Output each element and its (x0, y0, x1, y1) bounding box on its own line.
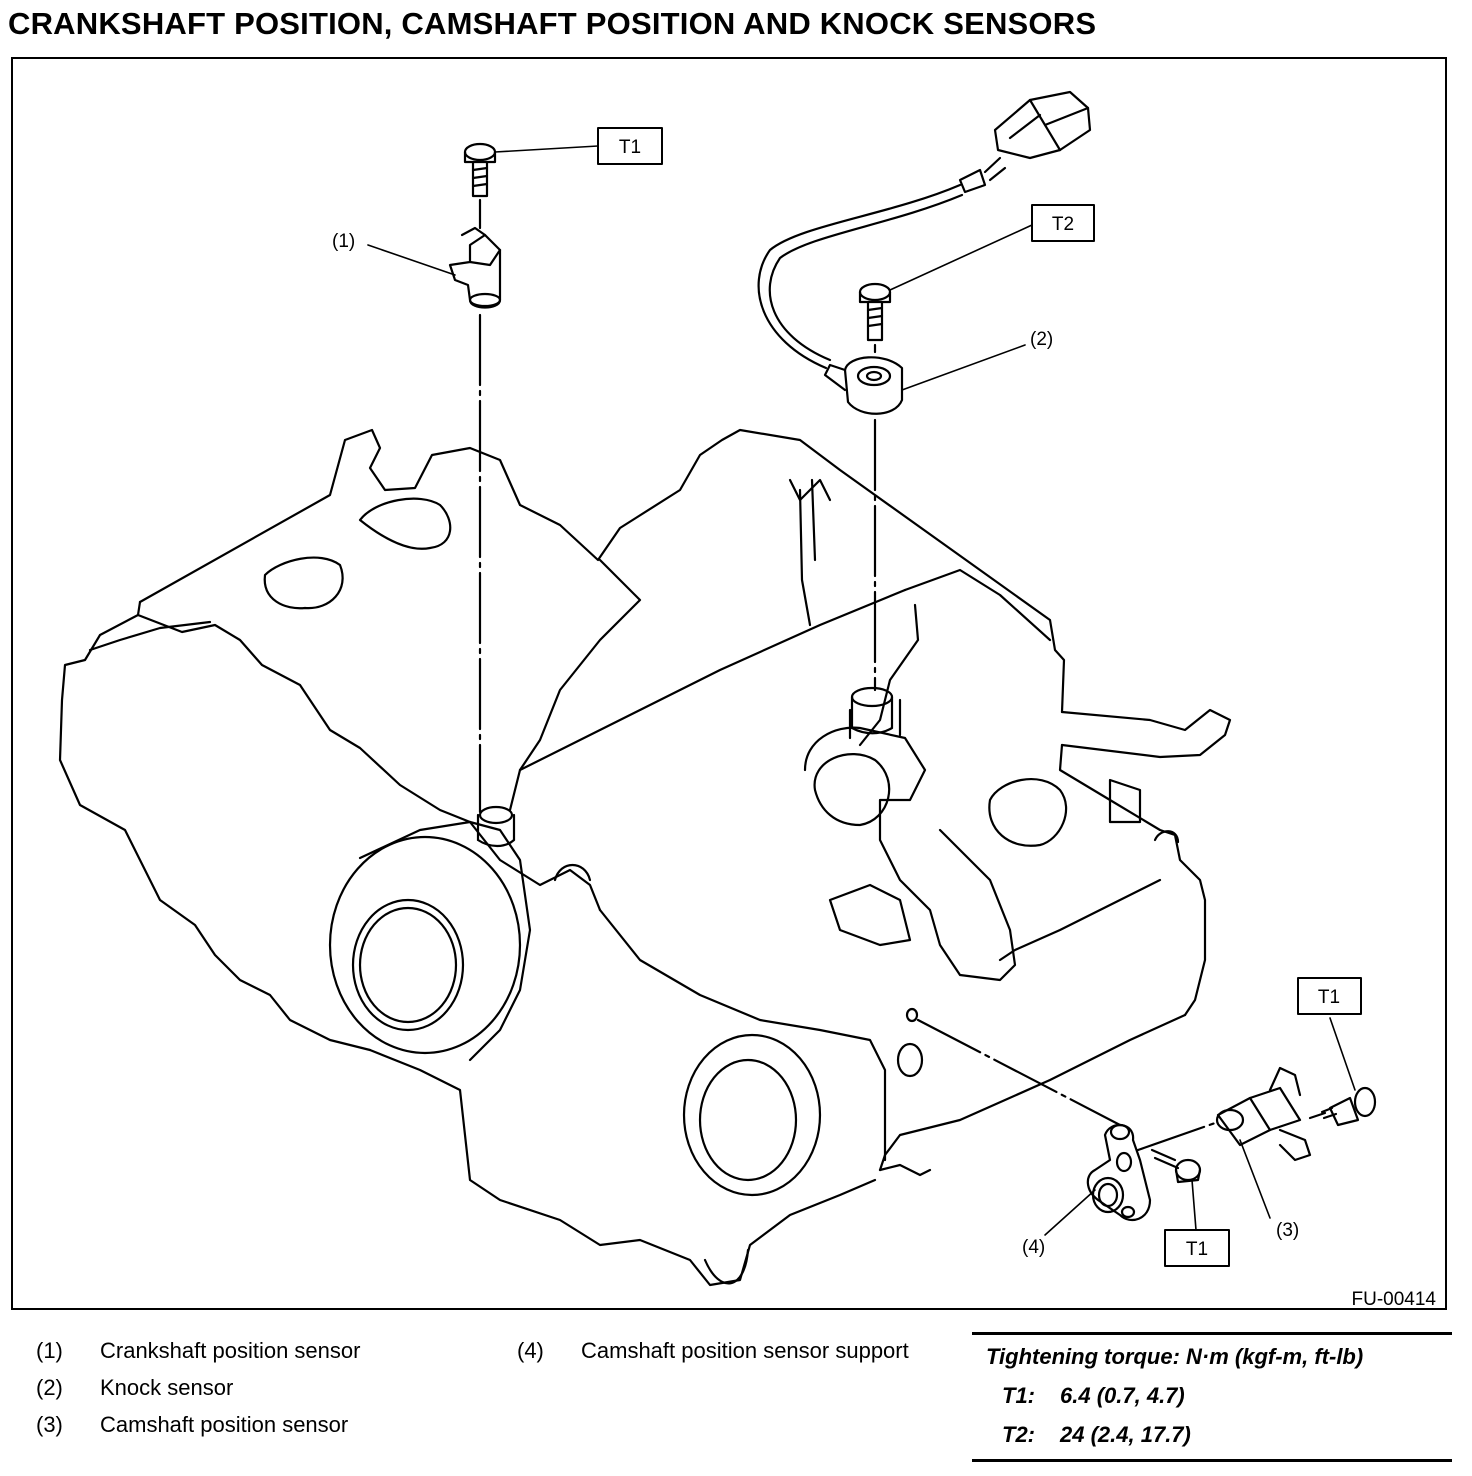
legend-item: (4) Camshaft position sensor support (517, 1338, 909, 1375)
legend-label: Crankshaft position sensor (100, 1338, 361, 1363)
torque-table: Tightening torque: N·m (kgf-m, ft-lb) T1… (972, 1332, 1452, 1462)
mount-hole (905, 1007, 919, 1023)
legend-num: (4) (517, 1338, 544, 1363)
legend-num: (3) (36, 1412, 63, 1437)
cam-sensor-bolt (1320, 1086, 1377, 1127)
legend-label: Knock sensor (100, 1375, 234, 1400)
torque-rule-bottom (972, 1459, 1452, 1462)
legend-left: (1) Crankshaft position sensor (2) Knock… (36, 1338, 360, 1449)
callout-t2-top: T2 (1052, 214, 1074, 235)
cam-sprocket-opening (682, 1033, 822, 1197)
camshaft-position-sensor (1215, 1066, 1312, 1162)
legend-middle: (4) Camshaft position sensor support (517, 1338, 909, 1375)
assembly-lines (478, 198, 1327, 1152)
legend-num: (2) (36, 1375, 63, 1400)
torque-heading: Tightening torque: N·m (kgf-m, ft-lb) (986, 1344, 1364, 1369)
callout-t1-top: T1 (619, 137, 641, 158)
torque-rule-top (972, 1332, 1452, 1335)
crank-pulley (328, 820, 592, 1062)
support-bolt (1150, 1148, 1202, 1184)
leader-lines (367, 145, 1356, 1236)
page-title: CRANKSHAFT POSITION, CAMSHAFT POSITION A… (8, 6, 1097, 41)
knock-sensor (823, 356, 904, 415)
torque-row: T2: 24 (2.4, 17.7) (972, 1418, 1452, 1457)
knock-sensor-harness (757, 90, 1092, 370)
torque-callout-t1-right: T1 (1297, 977, 1362, 1015)
torque-value: 24 (2.4, 17.7) (1060, 1422, 1191, 1447)
legend-item: (2) Knock sensor (36, 1375, 360, 1412)
legend-item: (1) Crankshaft position sensor (36, 1338, 360, 1375)
crankshaft-position-sensor (448, 226, 502, 309)
block-hole (896, 1042, 924, 1078)
callout-4: (4) (1022, 1237, 1045, 1258)
callout-t1-bottom: T1 (1186, 1239, 1208, 1260)
camshaft-sensor-support (1086, 1123, 1152, 1222)
knock-sensor-boss (850, 686, 894, 735)
crank-sensor-boss (476, 805, 516, 848)
legend-label: Camshaft position sensor support (581, 1338, 909, 1363)
torque-callout-t1-bottom: T1 (1164, 1229, 1230, 1267)
figure-id: FU-00414 (1351, 1289, 1437, 1310)
torque-callout-t1-top: T1 (597, 127, 663, 165)
callout-2: (2) (1030, 329, 1053, 350)
legend-num: (1) (36, 1338, 63, 1363)
callout-3: (3) (1276, 1220, 1299, 1241)
torque-key: T1: (1002, 1383, 1035, 1408)
torque-key: T2: (1002, 1422, 1035, 1447)
crank-sensor-bolt (463, 142, 497, 198)
legend-label: Camshaft position sensor (100, 1412, 349, 1437)
legend-item: (3) Camshaft position sensor (36, 1412, 360, 1449)
torque-callout-t2-top: T2 (1031, 204, 1095, 242)
diagram-frame (11, 57, 1447, 1310)
callout-1: (1) (332, 231, 355, 252)
engine-block (58, 428, 1232, 1287)
torque-value: 6.4 (0.7, 4.7) (1060, 1383, 1185, 1408)
knock-sensor-bolt (858, 282, 892, 342)
torque-row: T1: 6.4 (0.7, 4.7) (972, 1379, 1452, 1418)
callout-t1-right: T1 (1318, 987, 1340, 1008)
